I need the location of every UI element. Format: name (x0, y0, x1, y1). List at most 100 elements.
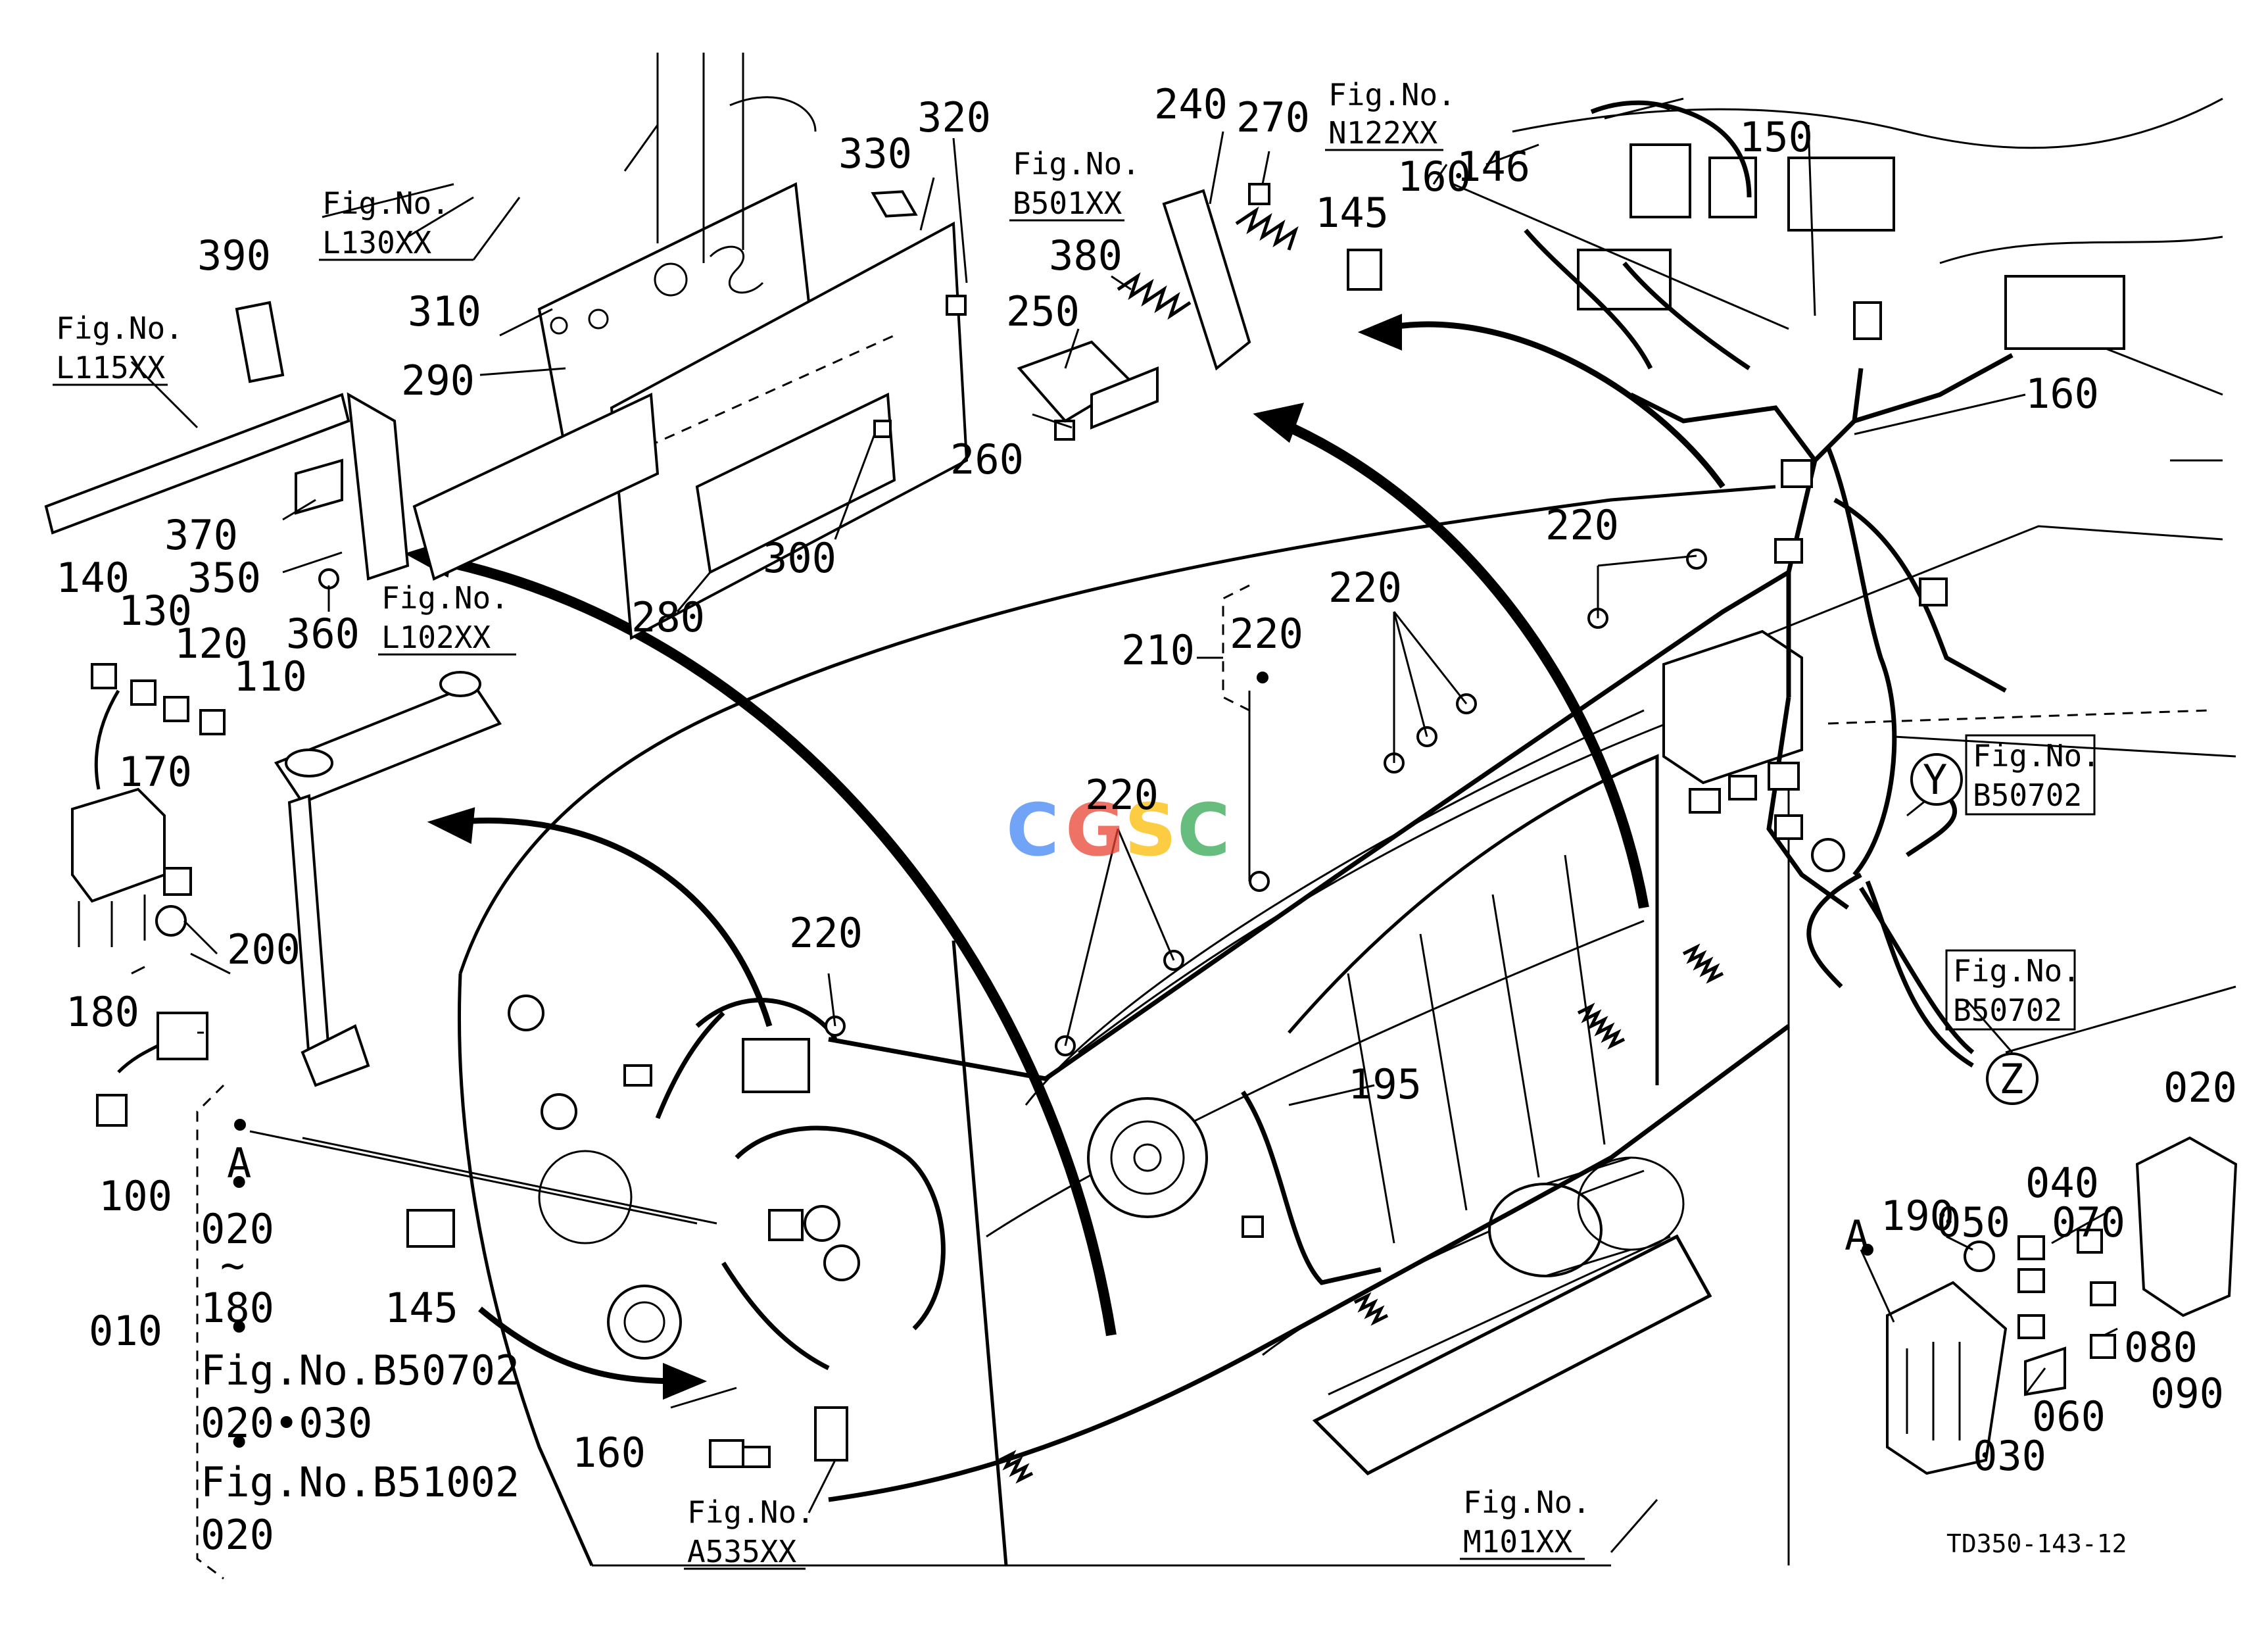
part-label-220-left: 220 (789, 909, 863, 957)
part-label-240: 240 (1154, 80, 1228, 128)
part-label-150: 150 (1739, 113, 1813, 161)
set-note-line-10: Fig.No.B51002 (201, 1458, 519, 1506)
set-note-line-5: 180 (201, 1284, 274, 1332)
part-number-labels: 390 310 290 330 320 240 270 380 250 260 … (56, 80, 2237, 1480)
set-note-line-1: A (227, 1139, 251, 1187)
watermark-letter-2: G (1065, 788, 1124, 872)
part-label-220-right: 220 (1545, 501, 1619, 549)
fig-ref-A535: Fig.No. A535XX (684, 1494, 815, 1570)
watermark-letter-1: C (1006, 788, 1059, 872)
part-label-140: 140 (56, 554, 130, 602)
svg-text:Fig.No.: Fig.No. (56, 310, 183, 346)
view-markers: Y Z A (1845, 753, 2039, 1260)
part-label-130: 130 (118, 587, 192, 635)
part-label-146: 146 (1457, 143, 1530, 191)
part-label-380: 380 (1049, 232, 1122, 280)
arrow-head-left-low (663, 1363, 708, 1400)
part-label-160-bottom: 160 (572, 1429, 646, 1477)
fig-ref-L115: Fig.No. L115XX (53, 310, 183, 386)
part-label-290: 290 (401, 356, 475, 405)
svg-text:Z: Z (1999, 1055, 2023, 1103)
view-marker-Z: Z (1986, 1052, 2039, 1105)
part-label-300: 300 (763, 534, 836, 582)
part-label-180: 180 (66, 988, 139, 1036)
svg-text:Fig.No.: Fig.No. (687, 1494, 815, 1530)
fig-ref-B501: Fig.No. B501XX (1009, 146, 1140, 222)
arrow-head-left-mid (427, 807, 475, 845)
view-marker-Y: Y (1910, 753, 1963, 806)
part-label-070: 070 (2052, 1198, 2125, 1246)
set-note-line-9: • (227, 1419, 251, 1467)
set-note-line-6: • (227, 1304, 251, 1352)
part-label-160-top: 160 (1397, 153, 1471, 201)
svg-text:B50702: B50702 (1973, 777, 2082, 813)
part-label-390: 390 (197, 232, 271, 280)
figure-references: Fig.No. L130XX Fig.No. L115XX Fig.No. L1… (53, 77, 2100, 1570)
part-label-020: 020 (2163, 1064, 2237, 1112)
set-note-line-7: Fig.No.B50702 (201, 1346, 519, 1394)
svg-text:A535XX: A535XX (687, 1534, 796, 1569)
svg-text:Fig.No.: Fig.No. (1973, 738, 2100, 774)
set-note-line-3: 020 (201, 1205, 274, 1253)
svg-text:L130XX: L130XX (322, 225, 431, 260)
part-label-370: 370 (164, 511, 238, 559)
watermark: C G S C (1006, 788, 1230, 872)
svg-text:Fig.No.: Fig.No. (322, 185, 450, 221)
part-label-310: 310 (408, 287, 481, 335)
svg-text:Fig.No.: Fig.No. (1953, 953, 2081, 989)
fuse-box-dot (1862, 1244, 1873, 1256)
part-label-220-upper: 220 (1328, 564, 1402, 612)
svg-text:Y: Y (1923, 756, 1947, 804)
part-label-050: 050 (1937, 1198, 2010, 1246)
part-label-120: 120 (174, 620, 248, 668)
svg-text:Fig.No.: Fig.No. (381, 580, 509, 616)
part-label-010: 010 (89, 1307, 162, 1355)
part-label-080: 080 (2124, 1323, 2198, 1371)
part-label-090: 090 (2150, 1369, 2224, 1417)
fig-ref-L130: Fig.No. L130XX (319, 185, 521, 261)
part-label-145-left: 145 (385, 1284, 458, 1332)
part-label-350: 350 (187, 554, 261, 602)
part-label-190: 190 (1881, 1192, 1954, 1240)
watermark-letter-4: C (1177, 788, 1230, 872)
set-note-line-4: ~ (220, 1241, 245, 1289)
svg-text:L102XX: L102XX (381, 620, 491, 655)
svg-text:Fig.No.: Fig.No. (1013, 146, 1140, 182)
fig-ref-M101: Fig.No. M101XX (1460, 1485, 1591, 1560)
svg-text:B501XX: B501XX (1013, 185, 1122, 221)
part-label-145-top: 145 (1315, 189, 1389, 237)
part-label-110: 110 (233, 652, 307, 701)
upper-bracket-assembly (44, 53, 1382, 1087)
drawing-number: TD350-143-12 (1946, 1529, 2127, 1558)
part-label-030: 030 (1973, 1432, 2046, 1480)
part-label-360: 360 (286, 610, 360, 658)
part-label-270: 270 (1236, 93, 1310, 141)
svg-text:Fig.No.: Fig.No. (1328, 77, 1456, 112)
part-label-100: 100 (99, 1172, 172, 1220)
svg-text:B50702: B50702 (1953, 993, 2062, 1028)
svg-text:N122XX: N122XX (1328, 115, 1437, 151)
arrow-head-right-upper (1357, 314, 1402, 351)
part-label-220-mid: 220 (1085, 771, 1159, 819)
part-label-250: 250 (1006, 287, 1080, 335)
leader-lines (130, 97, 2118, 1553)
set-note: A • 020 ~ 180 • Fig.No.B50702 020•030 • … (201, 1139, 519, 1559)
part-label-040: 040 (2025, 1159, 2099, 1207)
svg-text:M101XX: M101XX (1463, 1524, 1572, 1560)
fig-ref-B50702-upper: Fig.No. B50702 (1965, 734, 2100, 816)
arrow-head-upper (1253, 403, 1305, 443)
left-relay-fuse-group (71, 663, 455, 1248)
part-label-280: 280 (631, 593, 705, 641)
svg-text:L115XX: L115XX (56, 350, 165, 385)
fuse-box-group (1886, 1136, 2238, 1475)
set-note-dot (234, 1119, 246, 1131)
assembly-arrows (94, 100, 1975, 1400)
part-label-260: 260 (950, 435, 1024, 483)
set-note-line-11: 020 (201, 1511, 274, 1559)
group-bracket-210 (1222, 584, 1250, 712)
part-label-170: 170 (118, 748, 192, 796)
set-note-line-2: • (227, 1159, 251, 1207)
part-label-160-right: 160 (2025, 370, 2099, 418)
set-note-bracket (196, 1084, 225, 1580)
